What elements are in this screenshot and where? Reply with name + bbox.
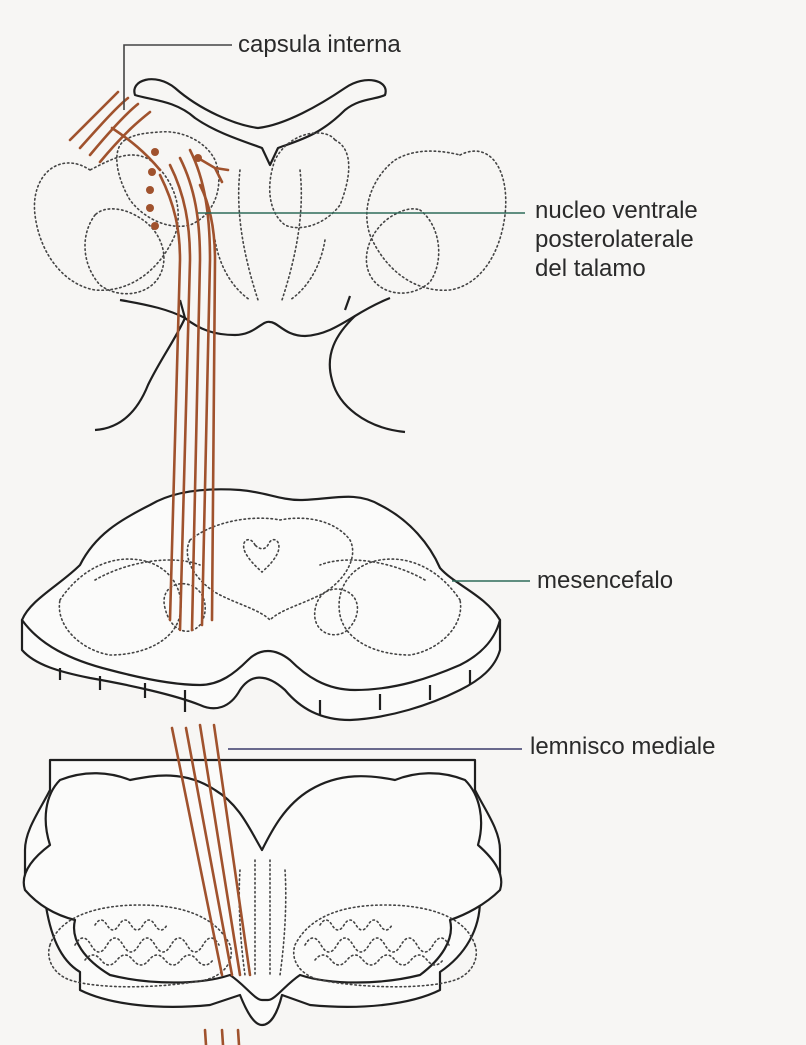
left-lentiform-outline: [85, 209, 164, 294]
leader-capsula-interna: [124, 45, 232, 110]
ventricle-outline: [134, 79, 385, 165]
thalamus-lower-right: [330, 316, 405, 432]
label-capsula-interna: capsula interna: [238, 30, 401, 59]
label-mesencefalo: mesencefalo: [537, 566, 673, 595]
medulla-section: [24, 760, 502, 1025]
label-lemnisco-mediale: lemnisco mediale: [530, 732, 715, 761]
label-nucleo-ventrale-posterolaterale: nucleo ventrale posterolaterale del tala…: [535, 196, 698, 283]
label-nucleo-line-3: del talamo: [535, 254, 698, 283]
mesencephalon-section: [22, 489, 500, 720]
midline-dotted: [215, 170, 325, 300]
thalamus-base-outline: [120, 298, 390, 336]
label-nucleo-line-1: nucleo ventrale: [535, 196, 698, 225]
thalamus-section: [34, 79, 505, 432]
terminal-dot-4: [146, 204, 154, 212]
terminal-branch: [198, 158, 228, 182]
terminal-dot-3: [146, 186, 154, 194]
terminal-dot-1: [151, 148, 159, 156]
thalamus-lower-left: [95, 318, 185, 430]
right-lentiform-outline: [366, 209, 438, 293]
thalamus-notch: [180, 296, 350, 318]
lemniscus-fiber-10: [205, 1030, 239, 1045]
label-nucleo-line-2: posterolaterale: [535, 225, 698, 254]
terminal-dot-2: [148, 168, 156, 176]
terminal-dot-5: [151, 222, 159, 230]
